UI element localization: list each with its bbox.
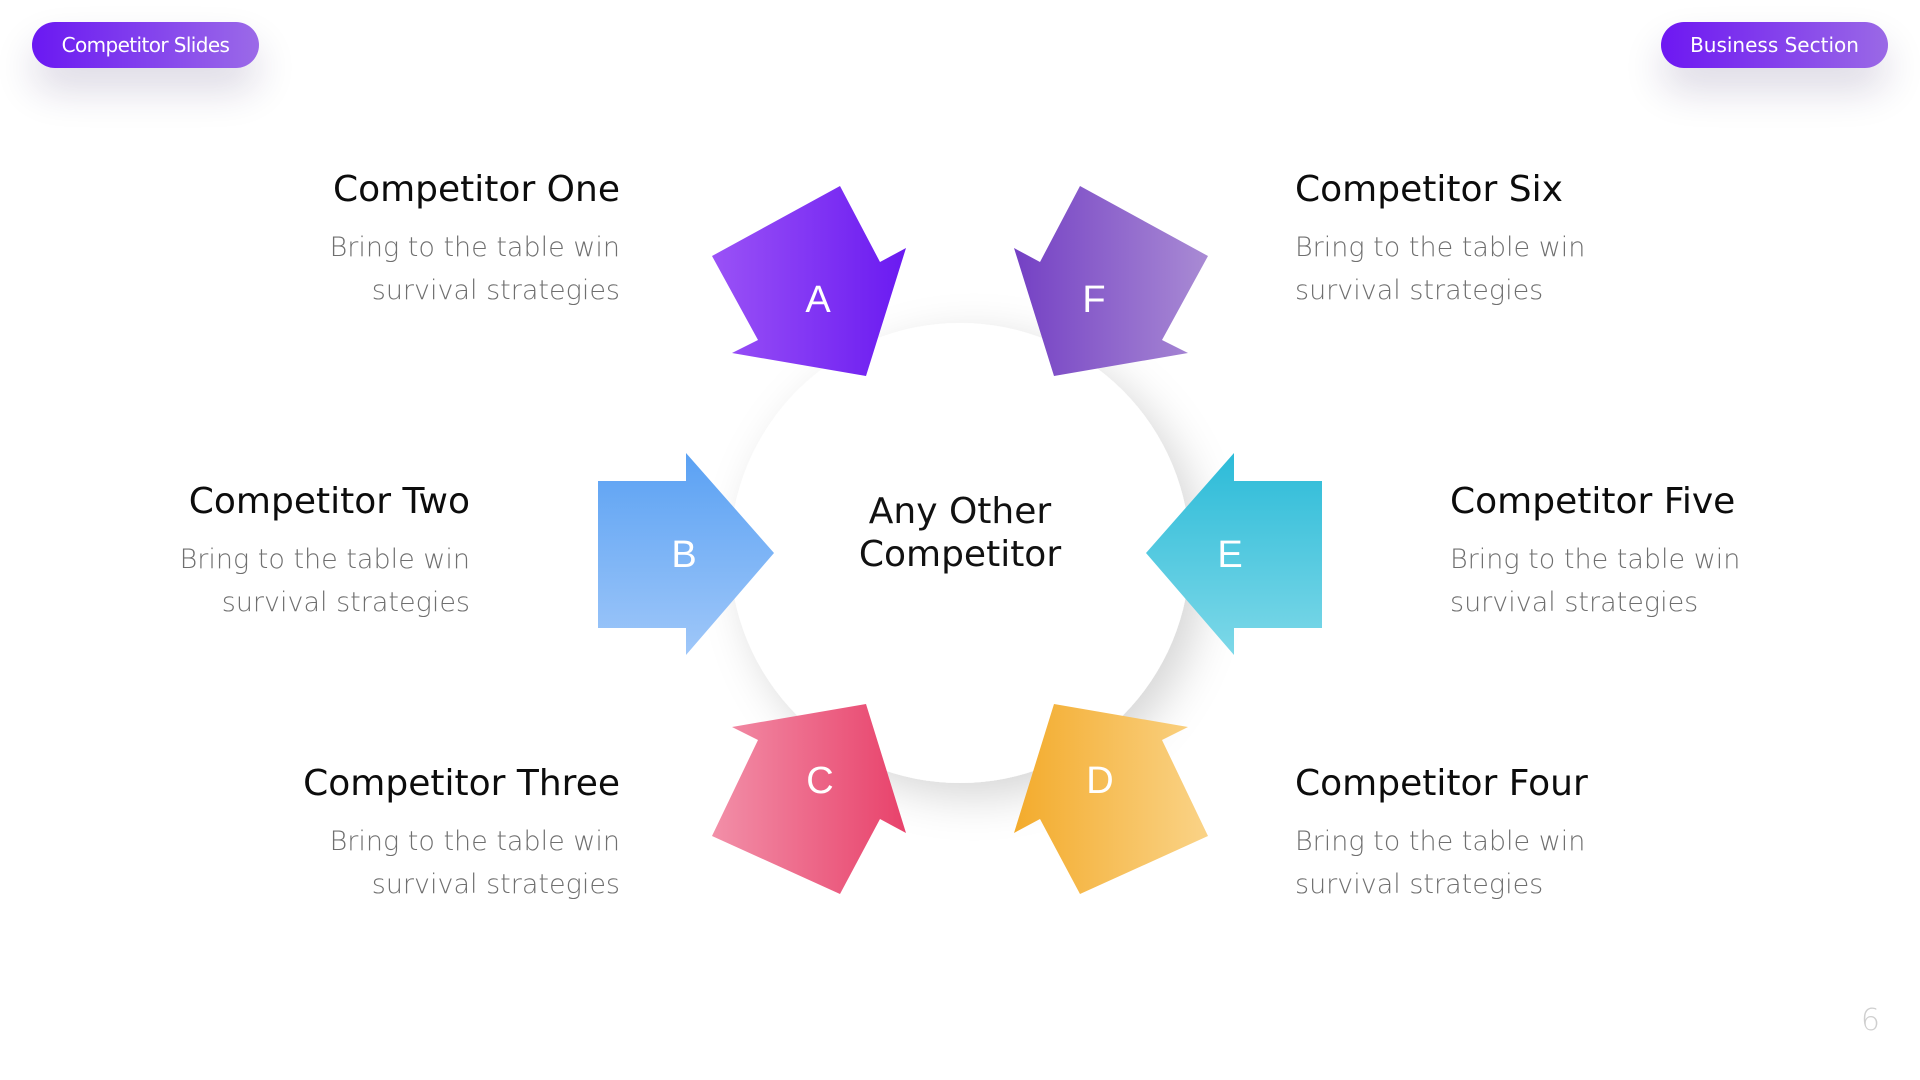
competitor-four-line-2: survival strategies	[1295, 869, 1544, 900]
competitor-two-line-1: Bring to the table win	[179, 544, 470, 575]
competitor-slides-pill[interactable]: Competitor Slides	[32, 22, 259, 68]
competitor-six-description: Bring to the table win survival strategi…	[1295, 226, 1615, 312]
competitor-five-line-2: survival strategies	[1450, 587, 1699, 618]
business-section-pill[interactable]: Business Section	[1661, 22, 1888, 68]
competitor-two-title: Competitor Two	[188, 481, 470, 522]
competitor-one-line-2: survival strategies	[371, 275, 620, 306]
arrow-d[interactable]: D	[1014, 704, 1208, 894]
competitor-three-description: Bring to the table win survival strategi…	[300, 820, 620, 906]
competitor-four-block: Competitor Four Bring to the table win s…	[1295, 762, 1615, 906]
competitor-five-description: Bring to the table win survival strategi…	[1450, 538, 1770, 624]
arrow-b[interactable]: B	[598, 453, 774, 655]
competitor-three-line-1: Bring to the table win	[329, 826, 620, 857]
competitor-three-block: Competitor Three Bring to the table win …	[300, 762, 620, 906]
center-label-line-1: Any Other	[868, 491, 1052, 532]
arrow-a-letter: A	[805, 279, 831, 321]
arrow-c[interactable]: C	[712, 704, 906, 894]
competitor-two-line-2: survival strategies	[221, 587, 470, 618]
competitor-six-title: Competitor Six	[1295, 169, 1563, 210]
competitor-two-description: Bring to the table win survival strategi…	[150, 538, 470, 624]
center-label: Any Other Competitor	[810, 490, 1110, 576]
center-label-line-2: Competitor	[858, 534, 1062, 575]
competitor-one-block: Competitor One Bring to the table win su…	[300, 168, 620, 312]
arrow-f[interactable]: F	[1014, 186, 1208, 376]
competitor-four-description: Bring to the table win survival strategi…	[1295, 820, 1615, 906]
arrow-a[interactable]: A	[712, 186, 906, 376]
competitor-one-description: Bring to the table win survival strategi…	[300, 226, 620, 312]
arrow-d-letter: D	[1086, 760, 1113, 802]
arrow-d-shape	[1014, 704, 1208, 894]
competitor-four-title: Competitor Four	[1295, 763, 1588, 804]
arrow-c-letter: C	[806, 760, 833, 802]
arrow-f-shape	[1014, 186, 1208, 376]
competitor-six-line-1: Bring to the table win	[1295, 232, 1586, 263]
page-number: 6	[1860, 1003, 1880, 1038]
competitor-six-line-2: survival strategies	[1295, 275, 1544, 306]
competitor-five-title: Competitor Five	[1450, 481, 1736, 522]
competitor-three-title: Competitor Three	[303, 763, 620, 804]
competitor-one-line-1: Bring to the table win	[329, 232, 620, 263]
competitor-five-line-1: Bring to the table win	[1450, 544, 1741, 575]
competitor-four-line-1: Bring to the table win	[1295, 826, 1586, 857]
competitor-three-line-2: survival strategies	[371, 869, 620, 900]
competitor-two-block: Competitor Two Bring to the table win su…	[150, 480, 470, 624]
competitor-one-title: Competitor One	[332, 169, 620, 210]
arrow-e[interactable]: E	[1146, 453, 1322, 655]
arrow-c-shape	[712, 704, 906, 894]
arrow-b-shape	[598, 453, 774, 655]
arrow-f-letter: F	[1082, 279, 1105, 321]
arrow-e-shape	[1146, 453, 1322, 655]
center-circle	[730, 323, 1190, 783]
arrow-b-letter: B	[671, 534, 696, 576]
competitor-six-block: Competitor Six Bring to the table win su…	[1295, 168, 1615, 312]
arrow-e-letter: E	[1217, 534, 1242, 576]
competitor-five-block: Competitor Five Bring to the table win s…	[1450, 480, 1770, 624]
arrow-a-shape	[712, 186, 906, 376]
